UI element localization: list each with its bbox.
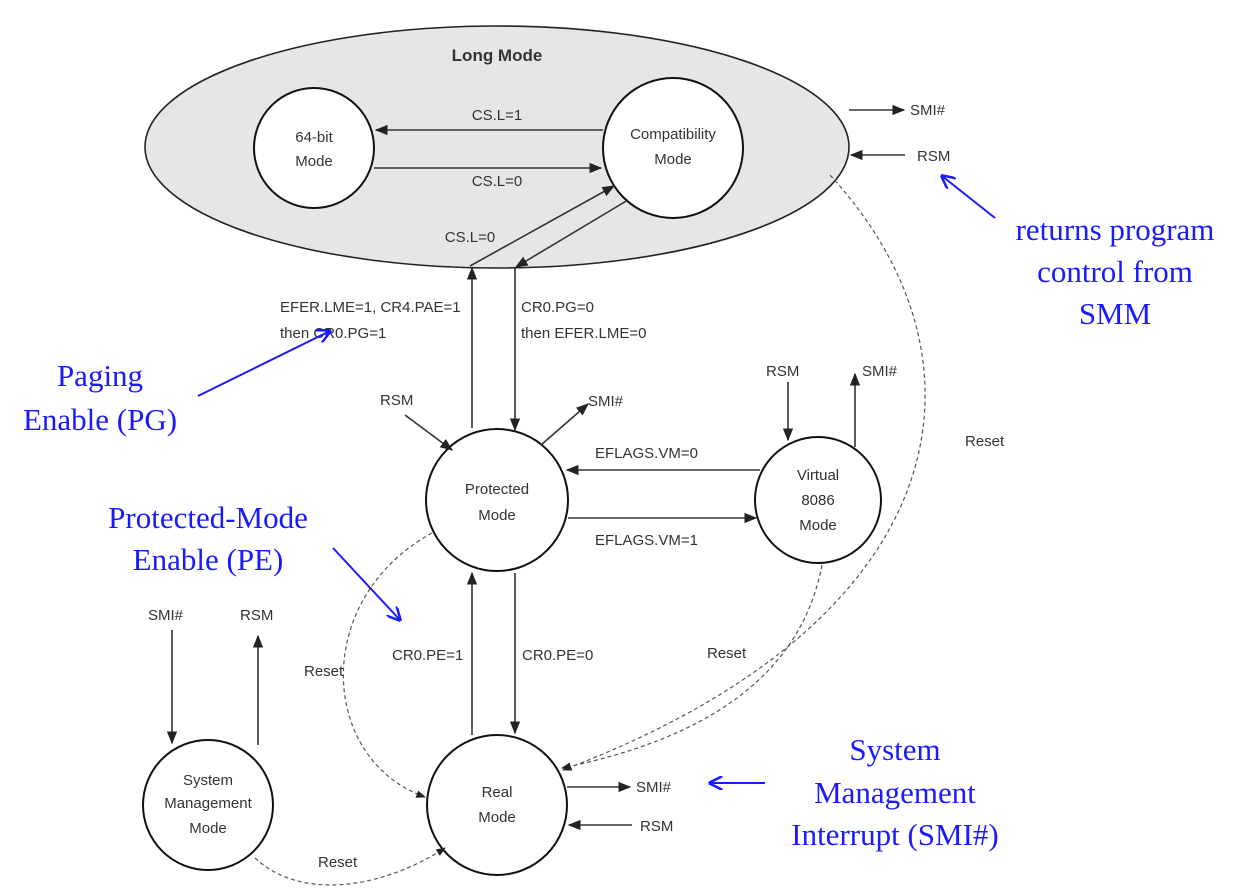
state-protected-mode: Protected Mode bbox=[425, 428, 569, 572]
svg-text:Management: Management bbox=[164, 795, 252, 812]
annotation-rsm-arrow bbox=[942, 176, 996, 219]
annotation-smi: System Management Interrupt (SMI#) bbox=[710, 732, 999, 852]
label-v86-smi: SMI# bbox=[862, 363, 898, 380]
reset-long-to-real bbox=[562, 174, 926, 771]
svg-text:Real: Real bbox=[482, 784, 513, 801]
state-64bit-mode: 64-bit Mode bbox=[253, 87, 375, 209]
label-v86-rsm: RSM bbox=[766, 363, 799, 380]
label-long-rsm: RSM bbox=[917, 148, 950, 165]
svg-text:Mode: Mode bbox=[799, 517, 837, 534]
svg-text:Management: Management bbox=[814, 775, 976, 810]
label-vm1: EFLAGS.VM=1 bbox=[595, 532, 698, 549]
label-reset-v86: Reset bbox=[707, 645, 747, 662]
svg-text:Mode: Mode bbox=[295, 153, 333, 170]
label-pe1: CR0.PE=1 bbox=[392, 647, 463, 664]
svg-text:Enable (PE): Enable (PE) bbox=[133, 542, 284, 577]
annotation-rsm: returns program control from SMM bbox=[942, 176, 1214, 331]
label-protected-smi: SMI# bbox=[588, 393, 624, 410]
svg-text:control from: control from bbox=[1037, 254, 1193, 289]
label-csl0: CS.L=0 bbox=[472, 173, 522, 190]
label-csl0-entry: CS.L=0 bbox=[445, 229, 495, 246]
label-pe0: CR0.PE=0 bbox=[522, 647, 593, 664]
svg-text:Mode: Mode bbox=[189, 820, 227, 837]
svg-text:Mode: Mode bbox=[478, 507, 516, 524]
svg-text:Mode: Mode bbox=[478, 809, 516, 826]
reset-v86-to-real bbox=[561, 564, 823, 771]
svg-text:Protected: Protected bbox=[465, 481, 529, 498]
reset-smm-to-real bbox=[254, 847, 446, 886]
state-real-mode: Real Mode bbox=[426, 734, 568, 876]
arrow-protected-rsm bbox=[404, 414, 454, 451]
svg-text:Protected-Mode: Protected-Mode bbox=[108, 500, 308, 535]
label-enter-long-2: then CR0.PG=1 bbox=[280, 325, 386, 342]
svg-text:Enable (PG): Enable (PG) bbox=[23, 402, 177, 437]
label-exit-long-2: then EFER.LME=0 bbox=[521, 325, 646, 342]
label-csl1: CS.L=1 bbox=[472, 107, 522, 124]
label-smm-smi: SMI# bbox=[148, 607, 184, 624]
svg-text:64-bit: 64-bit bbox=[295, 129, 333, 146]
state-system-management-mode: System Management Mode bbox=[142, 739, 274, 871]
label-enter-long-1: EFER.LME=1, CR4.PAE=1 bbox=[280, 299, 461, 316]
reset-protected-to-real bbox=[342, 532, 433, 798]
label-vm0: EFLAGS.VM=0 bbox=[595, 445, 698, 462]
annotation-pg: Paging Enable (PG) bbox=[23, 331, 330, 437]
label-smm-rsm: RSM bbox=[240, 607, 273, 624]
svg-text:Interrupt (SMI#): Interrupt (SMI#) bbox=[791, 817, 998, 852]
state-compatibility-mode: Compatibility Mode bbox=[602, 77, 744, 219]
label-real-rsm: RSM bbox=[640, 818, 673, 835]
arrow-compat-exit bbox=[514, 199, 629, 268]
arrow-entry-to-compat bbox=[469, 185, 616, 267]
svg-text:System: System bbox=[183, 772, 233, 789]
annotation-pe: Protected-Mode Enable (PE) bbox=[108, 500, 400, 620]
svg-text:returns program: returns program bbox=[1016, 212, 1215, 247]
svg-text:Mode: Mode bbox=[654, 151, 692, 168]
label-protected-rsm: RSM bbox=[380, 392, 413, 409]
long-mode-title: Long Mode bbox=[452, 46, 543, 65]
annotation-pe-arrow bbox=[332, 547, 400, 620]
arrow-protected-smi bbox=[540, 403, 589, 446]
label-exit-long-1: CR0.PG=0 bbox=[521, 299, 594, 316]
label-reset-smm: Reset bbox=[318, 854, 358, 871]
state-virtual-8086-mode: Virtual 8086 Mode bbox=[754, 436, 882, 564]
label-reset-long: Reset bbox=[965, 433, 1005, 450]
svg-text:SMM: SMM bbox=[1079, 296, 1151, 331]
label-reset-protected: Reset bbox=[304, 663, 344, 680]
svg-text:Virtual: Virtual bbox=[797, 467, 839, 484]
annotation-pg-arrow bbox=[197, 331, 330, 397]
label-long-smi: SMI# bbox=[910, 102, 946, 119]
label-real-smi: SMI# bbox=[636, 779, 672, 796]
svg-text:System: System bbox=[849, 732, 940, 767]
svg-text:8086: 8086 bbox=[801, 492, 834, 509]
svg-text:Compatibility: Compatibility bbox=[630, 126, 716, 143]
svg-text:Paging: Paging bbox=[57, 358, 143, 393]
